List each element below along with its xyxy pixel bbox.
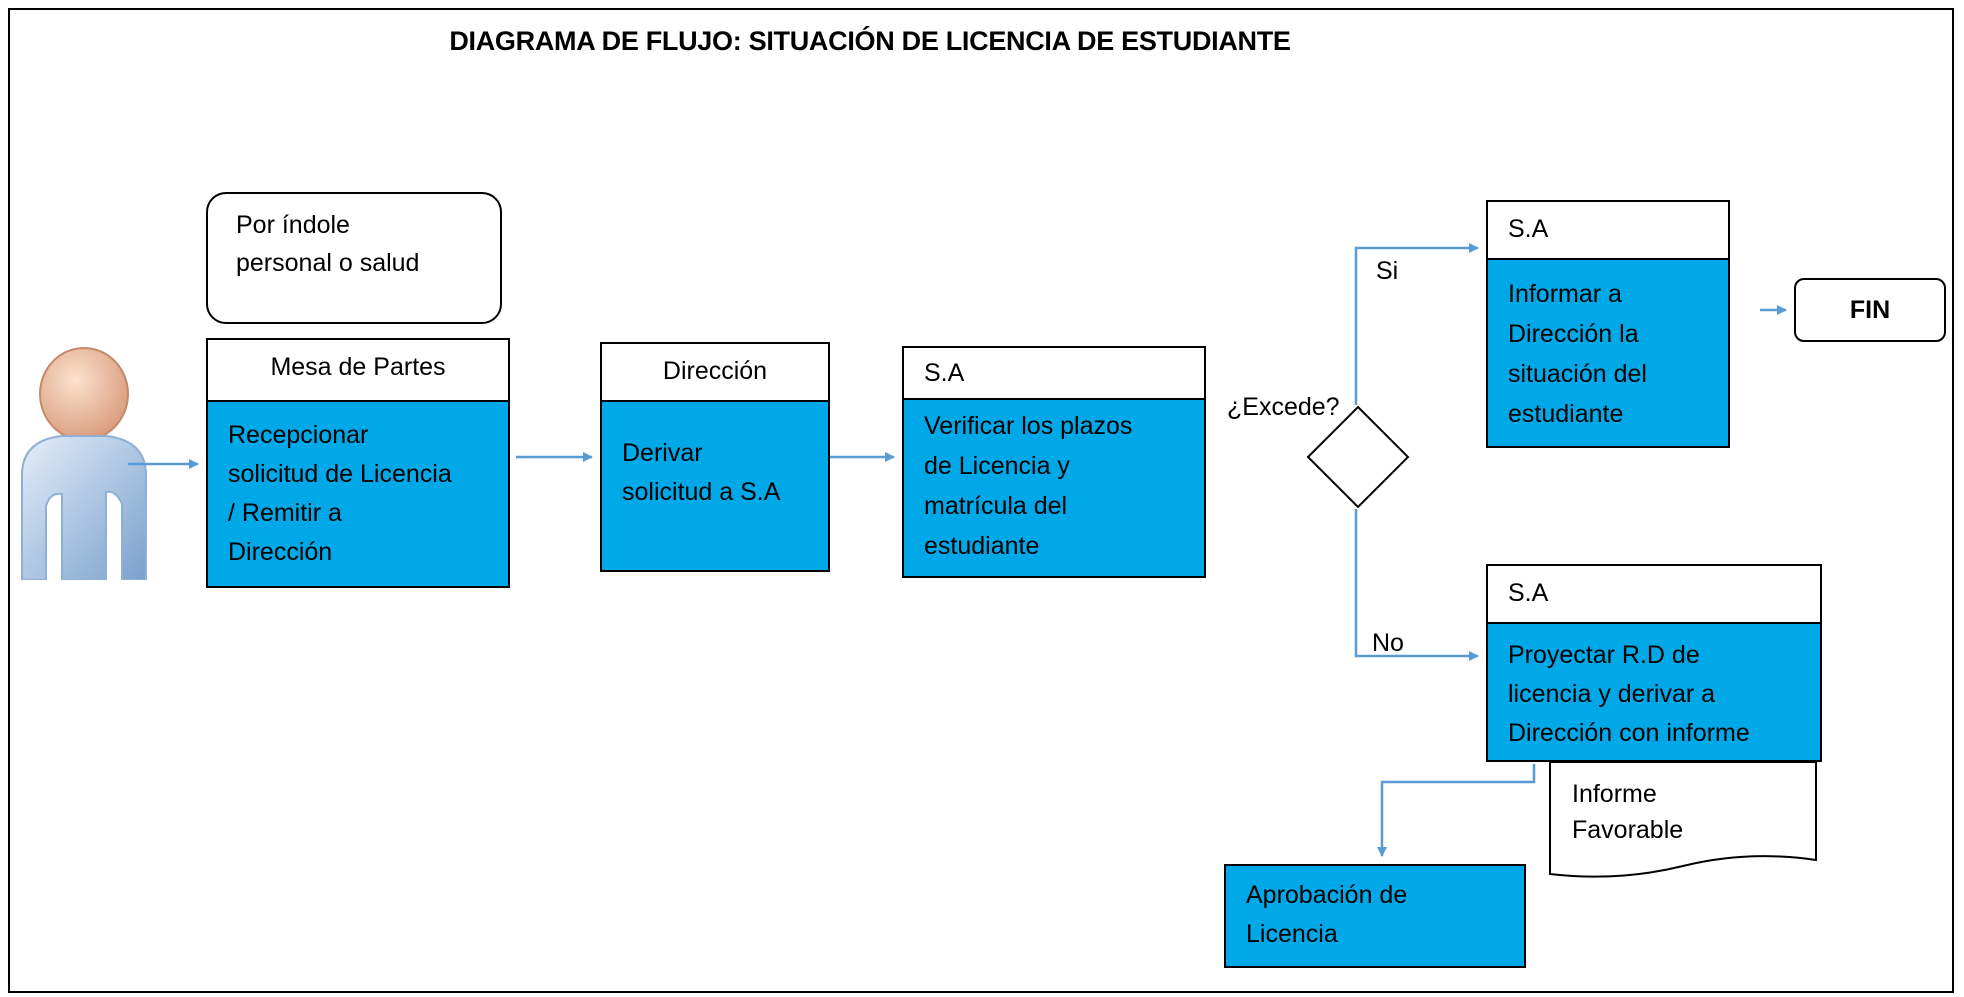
process-line: solicitud a S.A [622, 478, 781, 506]
process-line: estudiante [1508, 400, 1624, 428]
process-line: Dirección con informe [1508, 719, 1750, 747]
sa-verificar-header: S.A [902, 346, 1206, 402]
mesa-de-partes-header: Mesa de Partes [206, 338, 510, 402]
note-box: Por índole personal o salud [206, 192, 502, 324]
end-terminator: FIN [1794, 278, 1946, 342]
sa-proyectar-header: S.A [1486, 564, 1822, 626]
direccion-header: Dirección [600, 342, 830, 402]
process-line: situación del [1508, 360, 1647, 388]
sa-proyectar-process: Proyectar R.D de licencia y derivar a Di… [1486, 622, 1822, 762]
sa-verificar-process: Verificar los plazos de Licencia y matrí… [902, 398, 1206, 578]
sa-informar-header: S.A [1486, 200, 1730, 262]
sa-informar-process: Informar a Dirección la situación del es… [1486, 258, 1730, 448]
aprobacion-process: Aprobación de Licencia [1224, 864, 1526, 968]
diagram-frame [8, 8, 1954, 993]
decision-no-label: No [1372, 629, 1404, 657]
diagram-title: DIAGRAMA DE FLUJO: SITUACIÓN DE LICENCIA… [449, 26, 1291, 56]
document-line: Favorable [1572, 816, 1684, 844]
note-line-2: personal o salud [236, 249, 420, 277]
document-shape [1549, 761, 1817, 878]
mesa-de-partes-process: Recepcionar solicitud de Licencia / Remi… [206, 400, 510, 588]
process-line: estudiante [924, 532, 1040, 560]
process-line: Licencia [1246, 920, 1338, 948]
process-line: Dirección la [1508, 320, 1639, 348]
process-line: / Remitir a [228, 499, 342, 527]
process-line: Proyectar R.D de [1508, 641, 1700, 669]
process-line: Dirección [228, 538, 333, 566]
note-line-1: Por índole [236, 211, 350, 239]
decision-diamond [1306, 405, 1410, 509]
user-icon [21, 347, 147, 580]
process-line: Aprobación de [1246, 881, 1408, 909]
process-line: de Licencia y [924, 452, 1070, 480]
process-line: matrícula del [924, 492, 1068, 520]
decision-yes-label: Si [1376, 257, 1399, 285]
process-line: Derivar [622, 439, 703, 467]
direccion-process: Derivar solicitud a S.A [600, 400, 830, 572]
decision-question: ¿Excede? [1227, 393, 1340, 421]
process-line: solicitud de Licencia [228, 460, 452, 488]
document-line: Informe [1572, 780, 1657, 808]
process-line: Informar a [1508, 280, 1622, 308]
process-line: Verificar los plazos [924, 412, 1133, 440]
process-line: Recepcionar [228, 421, 369, 449]
document-text: Informe Favorable [1552, 762, 1816, 862]
process-line: licencia y derivar a [1508, 680, 1716, 708]
